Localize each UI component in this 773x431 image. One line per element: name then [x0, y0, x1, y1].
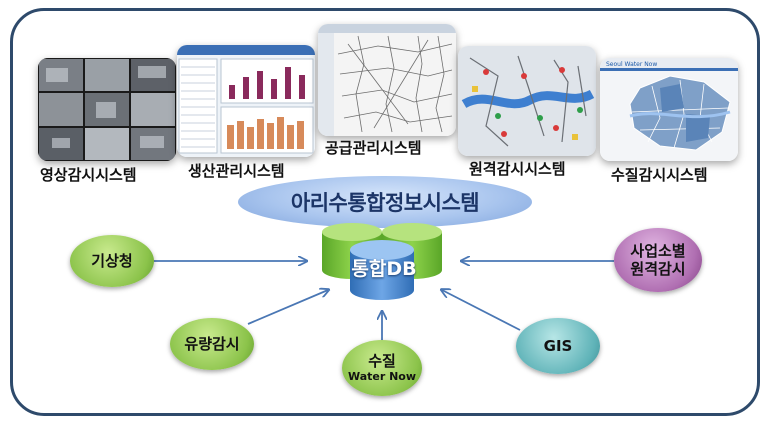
- source-node-flow: 유량감시: [170, 318, 254, 370]
- source-label-water-now: 수질: [368, 352, 396, 370]
- source-label-flow: 유량감시: [184, 335, 240, 353]
- arrow-gis: [442, 290, 521, 331]
- system-label-supply: 공급관리시스템: [325, 139, 422, 157]
- source-node-weather: 기상청: [70, 235, 154, 287]
- source-label-remote-site: 사업소별: [630, 242, 686, 260]
- integrated-system-title: 아리수통합정보시스템: [290, 191, 480, 215]
- source-node-water-now: 수질 Water Now: [342, 340, 422, 396]
- supply-map-thumbnail: [318, 24, 456, 136]
- source-sub-remote-site: 원격감시: [630, 260, 686, 278]
- system-label-water-quality: 수질감시시스템: [611, 166, 708, 184]
- integrated-db-label: 통합DB: [351, 258, 417, 280]
- integrated-system-title-ellipse: 아리수통합정보시스템: [238, 176, 532, 228]
- db-cylinders: [322, 223, 442, 300]
- source-node-gis: GIS: [516, 318, 600, 374]
- source-node-remote-site: 사업소별 원격감시: [614, 228, 702, 292]
- system-label-production: 생산관리시스템: [188, 162, 285, 180]
- remote-monitoring-thumbnail: [458, 46, 596, 156]
- source-label-weather: 기상청: [91, 252, 133, 270]
- water-quality-thumbnail: Seoul Water Now: [600, 58, 738, 161]
- system-label-remote: 원격감시시스템: [469, 160, 566, 178]
- system-label-cctv: 영상감시시스템: [40, 166, 137, 184]
- source-label-gis: GIS: [543, 337, 573, 355]
- water-now-caption: Seoul Water Now: [606, 61, 657, 68]
- arrow-flow: [247, 290, 328, 325]
- production-thumbnail: [177, 45, 315, 157]
- source-sub-water-now: Water Now: [347, 370, 417, 383]
- cctv-thumbnail: [38, 58, 176, 161]
